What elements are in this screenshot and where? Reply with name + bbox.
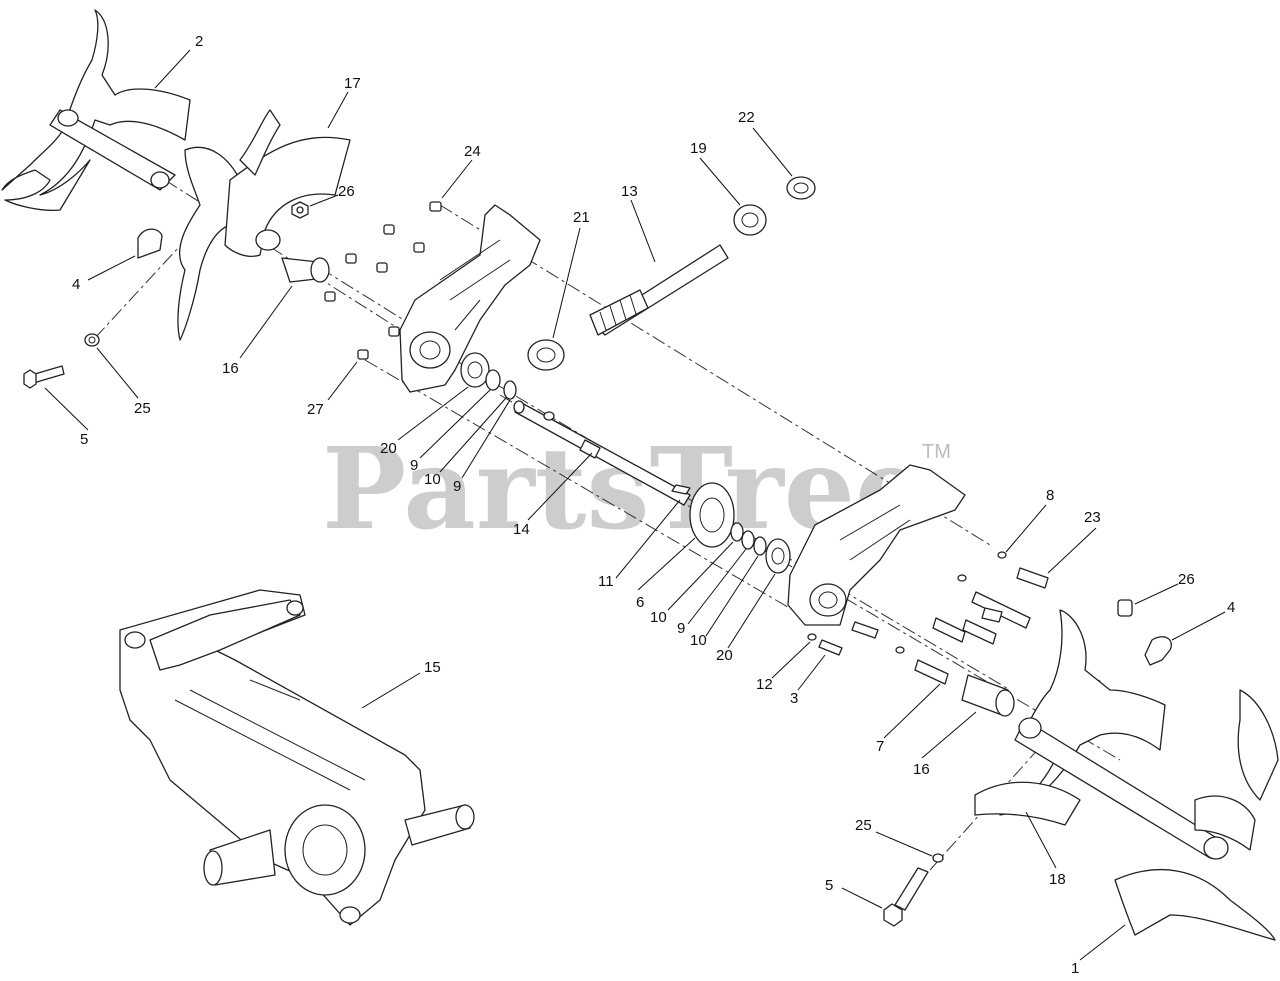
callout-22: 22	[738, 109, 755, 126]
callout-23: 23	[1084, 509, 1101, 526]
callout-19: 19	[690, 140, 707, 157]
callout-5: 5	[80, 431, 88, 448]
callout-20: 20	[380, 440, 397, 457]
callout-25: 25	[855, 817, 872, 834]
assembled-gearbox	[119, 589, 475, 926]
housing-left-half	[399, 204, 541, 393]
callout-2: 2	[195, 33, 203, 50]
callout-5: 5	[825, 877, 833, 894]
right-hardware	[807, 551, 1049, 685]
callout-24: 24	[464, 143, 481, 160]
callout-27: 27	[307, 401, 324, 418]
callout-20: 20	[716, 647, 733, 664]
callout-16: 16	[913, 761, 930, 778]
callout-9: 9	[453, 478, 461, 495]
callout-21: 21	[573, 209, 590, 226]
callout-6: 6	[636, 594, 644, 611]
right-small-parts	[961, 599, 1172, 717]
bottom-right-hardware	[883, 853, 944, 927]
callout-3: 3	[790, 690, 798, 707]
callout-10: 10	[650, 609, 667, 626]
left-hardware	[23, 201, 330, 389]
center-drive-parts	[460, 339, 791, 574]
callout-8: 8	[1046, 487, 1054, 504]
callout-16: 16	[222, 360, 239, 377]
trademark-mark: TM	[922, 441, 951, 463]
tine-assembly-right	[974, 609, 1279, 941]
callout-4: 4	[72, 276, 80, 293]
callout-4: 4	[1227, 599, 1235, 616]
callout-17: 17	[344, 75, 361, 92]
housing-right-half	[787, 464, 966, 626]
worm-shaft-assembly	[589, 176, 816, 336]
callout-13: 13	[621, 183, 638, 200]
callout-10: 10	[690, 632, 707, 649]
callout-14: 14	[513, 521, 530, 538]
callout-25: 25	[134, 400, 151, 417]
tine-assembly-left	[1, 9, 351, 341]
callout-7: 7	[876, 738, 884, 755]
callout-11: 11	[598, 573, 614, 590]
callout-18: 18	[1049, 871, 1066, 888]
callout-9: 9	[677, 620, 685, 637]
callout-1: 1	[1071, 960, 1079, 977]
callout-26: 26	[338, 183, 355, 200]
callout-15: 15	[424, 659, 441, 676]
nut-cluster	[324, 201, 442, 360]
callout-12: 12	[756, 676, 773, 693]
callout-9: 9	[410, 457, 418, 474]
callout-26: 26	[1178, 571, 1195, 588]
leader-lines	[44, 49, 1226, 961]
callout-labels: 2 17 26 4 16 5 25 24 27 21 13 19 22 20 9…	[72, 33, 1235, 977]
callout-10: 10	[424, 471, 441, 488]
